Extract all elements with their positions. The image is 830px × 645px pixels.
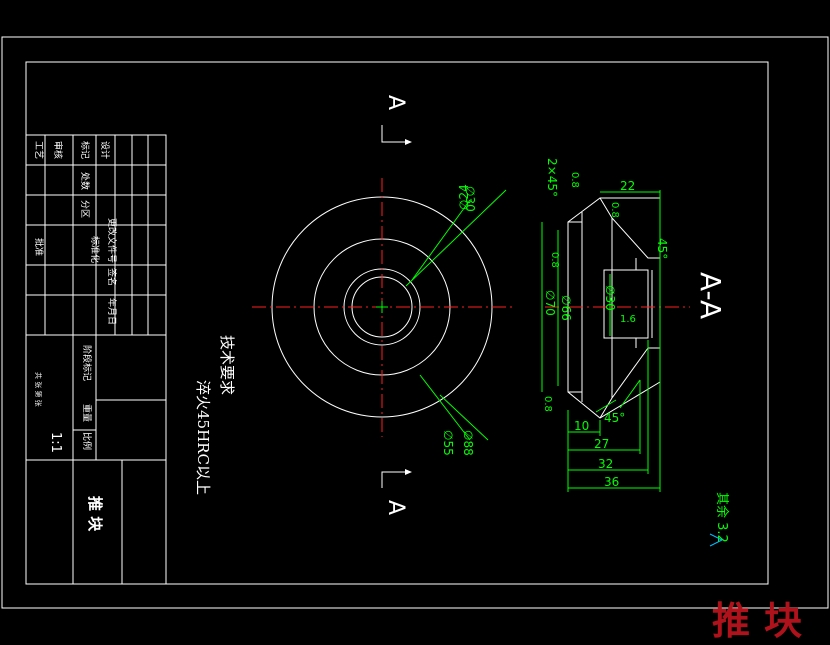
tech-requirements: 技术要求 淬火45HRC以上 (194, 335, 236, 495)
dim-27: 27 (594, 437, 609, 451)
section-view-labels: 2×45° 0.8 22 0.8 45° 0.8 ∅66 ∅70 ∅30 1.6… (542, 158, 669, 489)
dim-10: 10 (574, 419, 589, 433)
dim-d66: ∅66 (559, 295, 573, 321)
dim-ra-top: 0.8 (569, 172, 580, 188)
section-marks: A A A-A (381, 95, 727, 515)
dim-45-bottom: 45° (604, 411, 625, 425)
dim-45-top: 45° (655, 238, 669, 259)
tb-craft: 工艺 (33, 141, 44, 159)
section-mark-top: A (383, 95, 408, 110)
tb-sheet: 共 张 第 张 (34, 372, 43, 407)
tb-part-name: 推 块 (86, 496, 104, 532)
bottom-title: 推块 (712, 598, 817, 643)
title-block-text: 标记 处数 分区 更改文件号 签名 年月日 设计 标准化 审核 工艺 批准 阶段… (33, 141, 118, 532)
dim-d24: ∅24 (457, 184, 471, 210)
dim-d30-sec: ∅30 (603, 285, 617, 311)
outer-border (1, 36, 829, 609)
dim-ra-left: 0.8 (549, 252, 560, 268)
dim-d55: ∅55 (441, 430, 455, 456)
dim-chamfer: 2×45° (545, 158, 559, 197)
roughness-note: 其余 3.2 (714, 492, 730, 543)
front-view-dims: ∅30 ∅24 ∅55 ∅88 (405, 184, 507, 456)
tb-approve: 批准 (33, 238, 45, 256)
front-view (252, 178, 512, 437)
dim-d88: ∅88 (461, 430, 475, 456)
tech-req-line: 淬火45HRC以上 (194, 380, 212, 495)
section-view-dims (541, 190, 661, 492)
dim-ra-bottom: 0.8 (542, 396, 553, 412)
dim-36: 36 (604, 475, 619, 489)
tb-scale: 1:1 (48, 432, 63, 453)
section-mark-bottom: A (383, 500, 408, 515)
dim-22: 22 (620, 179, 635, 193)
dim-d30: ∅30 (463, 186, 477, 212)
title-block (25, 134, 167, 585)
tb-mark: 标记 (79, 141, 91, 159)
dim-d70: ∅70 (543, 290, 557, 316)
tb-sign: 签名 (106, 268, 118, 286)
tb-design: 设计 (99, 141, 111, 159)
dim-32: 32 (598, 457, 613, 471)
tb-review: 审核 (52, 141, 64, 159)
tb-standard: 标准化 (89, 236, 101, 263)
dim-ra-16: 1.6 (620, 314, 636, 325)
tb-scale-label: 比例 (81, 432, 93, 450)
tb-date: 年月日 (106, 298, 118, 325)
tb-change: 更改文件号 (106, 218, 118, 263)
tb-weight: 重量 (81, 404, 93, 422)
roughness-symbol-icon (709, 533, 724, 547)
tb-zone: 分区 (79, 200, 90, 218)
tech-req-heading: 技术要求 (218, 335, 236, 395)
tb-stage: 阶段标记 (81, 345, 93, 381)
dim-ra-right: 0.8 (609, 202, 620, 218)
view-title: A-A (694, 272, 727, 319)
tb-count: 处数 (79, 172, 91, 190)
